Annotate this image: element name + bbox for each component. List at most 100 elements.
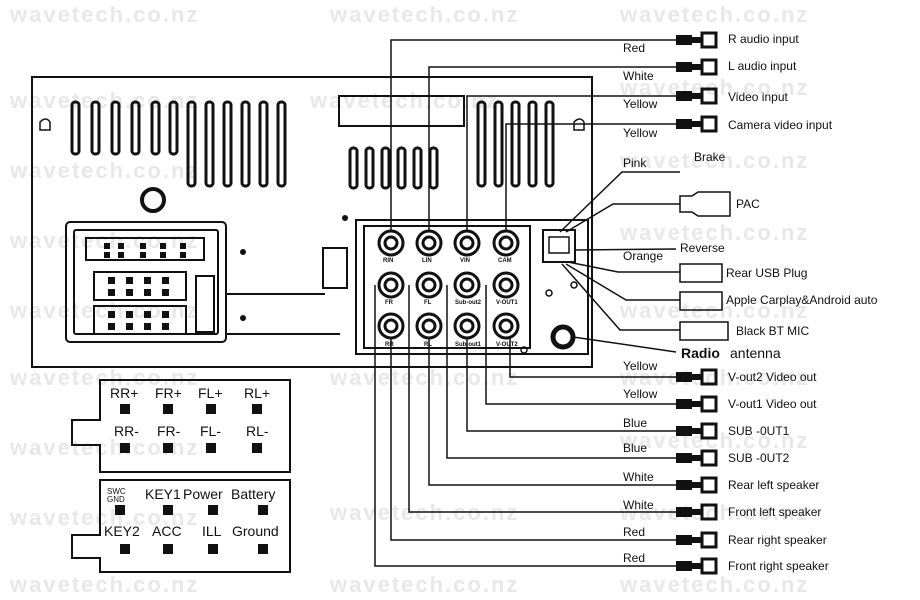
watermark: wavetech.co.nz — [9, 365, 199, 390]
pac-plug-icon — [679, 191, 731, 217]
wire-color-label: Blue — [623, 441, 647, 455]
watermark: wavetech.co.nz — [309, 88, 499, 113]
mic-plug-icon — [679, 321, 729, 341]
aux-labels: Pink Brake PAC Reverse Orange Rear USB P… — [623, 150, 878, 361]
aux-wires — [559, 171, 680, 353]
pin-label: Ground — [232, 523, 279, 539]
pin-label: Power — [183, 486, 223, 502]
rca-labels: RIN LIN VIN CAM FR FL Sub-out2 V-OUT1 RR… — [383, 258, 518, 348]
pac-label: PAC — [736, 197, 760, 211]
pin-label: FR- — [157, 423, 181, 439]
watermark: wavetech.co.nz — [619, 428, 809, 453]
wire-color-label: White — [623, 69, 654, 83]
rca-label: RIN — [383, 258, 393, 264]
pin-label: KEY1 — [145, 486, 181, 502]
radio-label: Radio — [681, 345, 720, 361]
output-label: SUB -0UT2 — [728, 451, 790, 465]
input-labels: Red R audio input White L audio input Ye… — [623, 32, 833, 140]
output-label: SUB -0UT1 — [728, 424, 790, 438]
carplay-label: Apple Carplay&Android auto — [726, 293, 878, 307]
iso-connector-socket — [65, 215, 348, 343]
output-label: Front left speaker — [728, 505, 821, 519]
wire-color-label: Yellow — [623, 359, 658, 373]
pin-label: RL- — [246, 423, 269, 439]
output-label: V-out1 Video out — [728, 397, 817, 411]
pin-label: RL+ — [244, 385, 270, 401]
watermark: wavetech.co.nz — [9, 228, 199, 253]
pin-label: GND — [107, 495, 125, 504]
output-label: R audio input — [728, 32, 799, 46]
rca-plug-icon — [676, 395, 718, 413]
rca-plug-icon — [676, 368, 718, 386]
watermark: wavetech.co.nz — [9, 88, 199, 113]
rca-label: RR — [385, 342, 394, 348]
speaker-connector: RR+ FR+ FL+ RL+ RR- FR- FL- RL- — [71, 379, 291, 473]
wire-color-label: Red — [623, 525, 645, 539]
output-label: Camera video input — [728, 118, 833, 132]
rca-plug-icon — [676, 503, 718, 521]
rca-plug-icon — [676, 422, 718, 440]
rca-plug-icon — [676, 557, 718, 575]
rca-label: FL — [424, 300, 432, 306]
wire-color-label: Yellow — [623, 387, 658, 401]
head-unit-body — [31, 76, 593, 368]
output-label: L audio input — [728, 59, 797, 73]
rca-label: V-OUT2 — [496, 342, 518, 348]
pin-label: RR- — [114, 423, 139, 439]
vent-slots — [70, 95, 555, 190]
watermark: wavetech.co.nz — [619, 2, 809, 27]
rca-label: FR — [385, 300, 394, 306]
pin-label: FL- — [200, 423, 221, 439]
watermark: wavetech.co.nz — [9, 298, 199, 323]
pin-label: RR+ — [110, 385, 138, 401]
wire-color-label: Red — [623, 41, 645, 55]
aux-plug-icons — [679, 191, 731, 341]
wire-color-label: Blue — [623, 416, 647, 430]
pin-label: FL+ — [198, 385, 223, 401]
rca-plug-icons-top — [676, 31, 718, 133]
aux-connector — [542, 229, 576, 263]
watermark: wavetech.co.nz — [9, 2, 199, 27]
output-labels: Yellow V-out2 Video out Yellow V-out1 Vi… — [623, 359, 829, 573]
watermark: wavetech.co.nz — [9, 158, 199, 183]
usb-plug-icon — [679, 263, 723, 283]
pin-label: KEY2 — [104, 523, 140, 539]
rca-plug-icon — [676, 31, 718, 49]
rca-plug-icon — [676, 531, 718, 549]
output-label: Rear left speaker — [728, 478, 819, 492]
carplay-plug-icon — [679, 291, 723, 311]
output-label: V-out2 Video out — [728, 370, 817, 384]
rca-plug-icon — [676, 115, 718, 133]
output-label: Front right speaker — [728, 559, 829, 573]
rca-label: RL — [424, 342, 432, 348]
wire-color-label: Yellow — [623, 126, 658, 140]
wire-color-label: Pink — [623, 156, 647, 170]
wire-color-label: Yellow — [623, 97, 658, 111]
watermark: wavetech.co.nz — [329, 365, 519, 390]
rca-label: Sub-out1 — [455, 342, 482, 348]
pin-label: FR+ — [155, 385, 182, 401]
rear-usb-label: Rear USB Plug — [726, 266, 807, 280]
wire-color-label: White — [623, 498, 654, 512]
rca-plug-icon — [676, 476, 718, 494]
rca-label: VIN — [460, 258, 470, 264]
watermark-layer: wavetech.co.nz wavetech.co.nz wavetech.c… — [9, 2, 809, 597]
rca-plug-icon — [676, 87, 718, 105]
watermark: wavetech.co.nz — [619, 220, 809, 245]
pin-label: Battery — [231, 486, 275, 502]
pin-label: ILL — [202, 523, 222, 539]
pin-label: SWC — [107, 487, 126, 496]
output-label: Video input — [728, 90, 788, 104]
antenna-label: antenna — [730, 345, 781, 361]
output-wires — [374, 285, 676, 567]
rca-label: V-OUT1 — [496, 300, 518, 306]
input-wires — [390, 39, 676, 231]
watermark: wavetech.co.nz — [329, 572, 519, 597]
watermark: wavetech.co.nz — [619, 148, 809, 173]
rca-label: LIN — [422, 258, 432, 264]
wire-color-label: White — [623, 470, 654, 484]
bt-mic-label: Black BT MIC — [736, 324, 809, 338]
power-connector: SWC GND KEY1 Power Battery KEY2 ACC ILL … — [71, 479, 291, 573]
wire-color-label: Red — [623, 551, 645, 565]
